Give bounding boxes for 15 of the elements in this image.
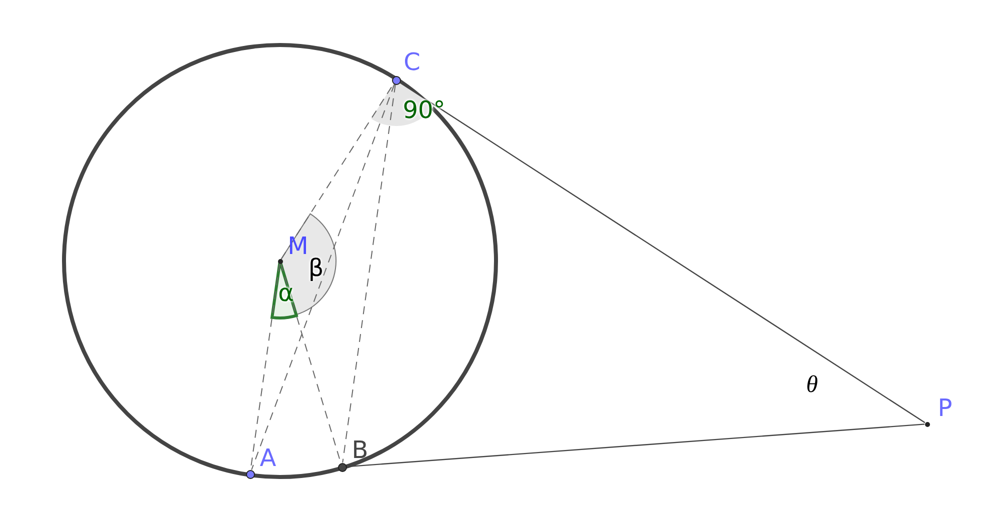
angle-label: θ <box>806 373 818 397</box>
point-label: M <box>288 234 308 258</box>
point-label: A <box>260 446 276 470</box>
angle-label: β <box>308 256 324 280</box>
dashed-line <box>251 84 395 470</box>
point <box>246 470 254 478</box>
point-label: C <box>404 50 420 74</box>
point <box>338 462 346 472</box>
line-segment <box>399 82 926 424</box>
point-label: P <box>938 396 952 420</box>
point <box>392 76 400 84</box>
dashed-line <box>342 84 396 464</box>
point <box>278 258 282 264</box>
point <box>924 422 930 426</box>
point-label: B <box>352 438 368 462</box>
